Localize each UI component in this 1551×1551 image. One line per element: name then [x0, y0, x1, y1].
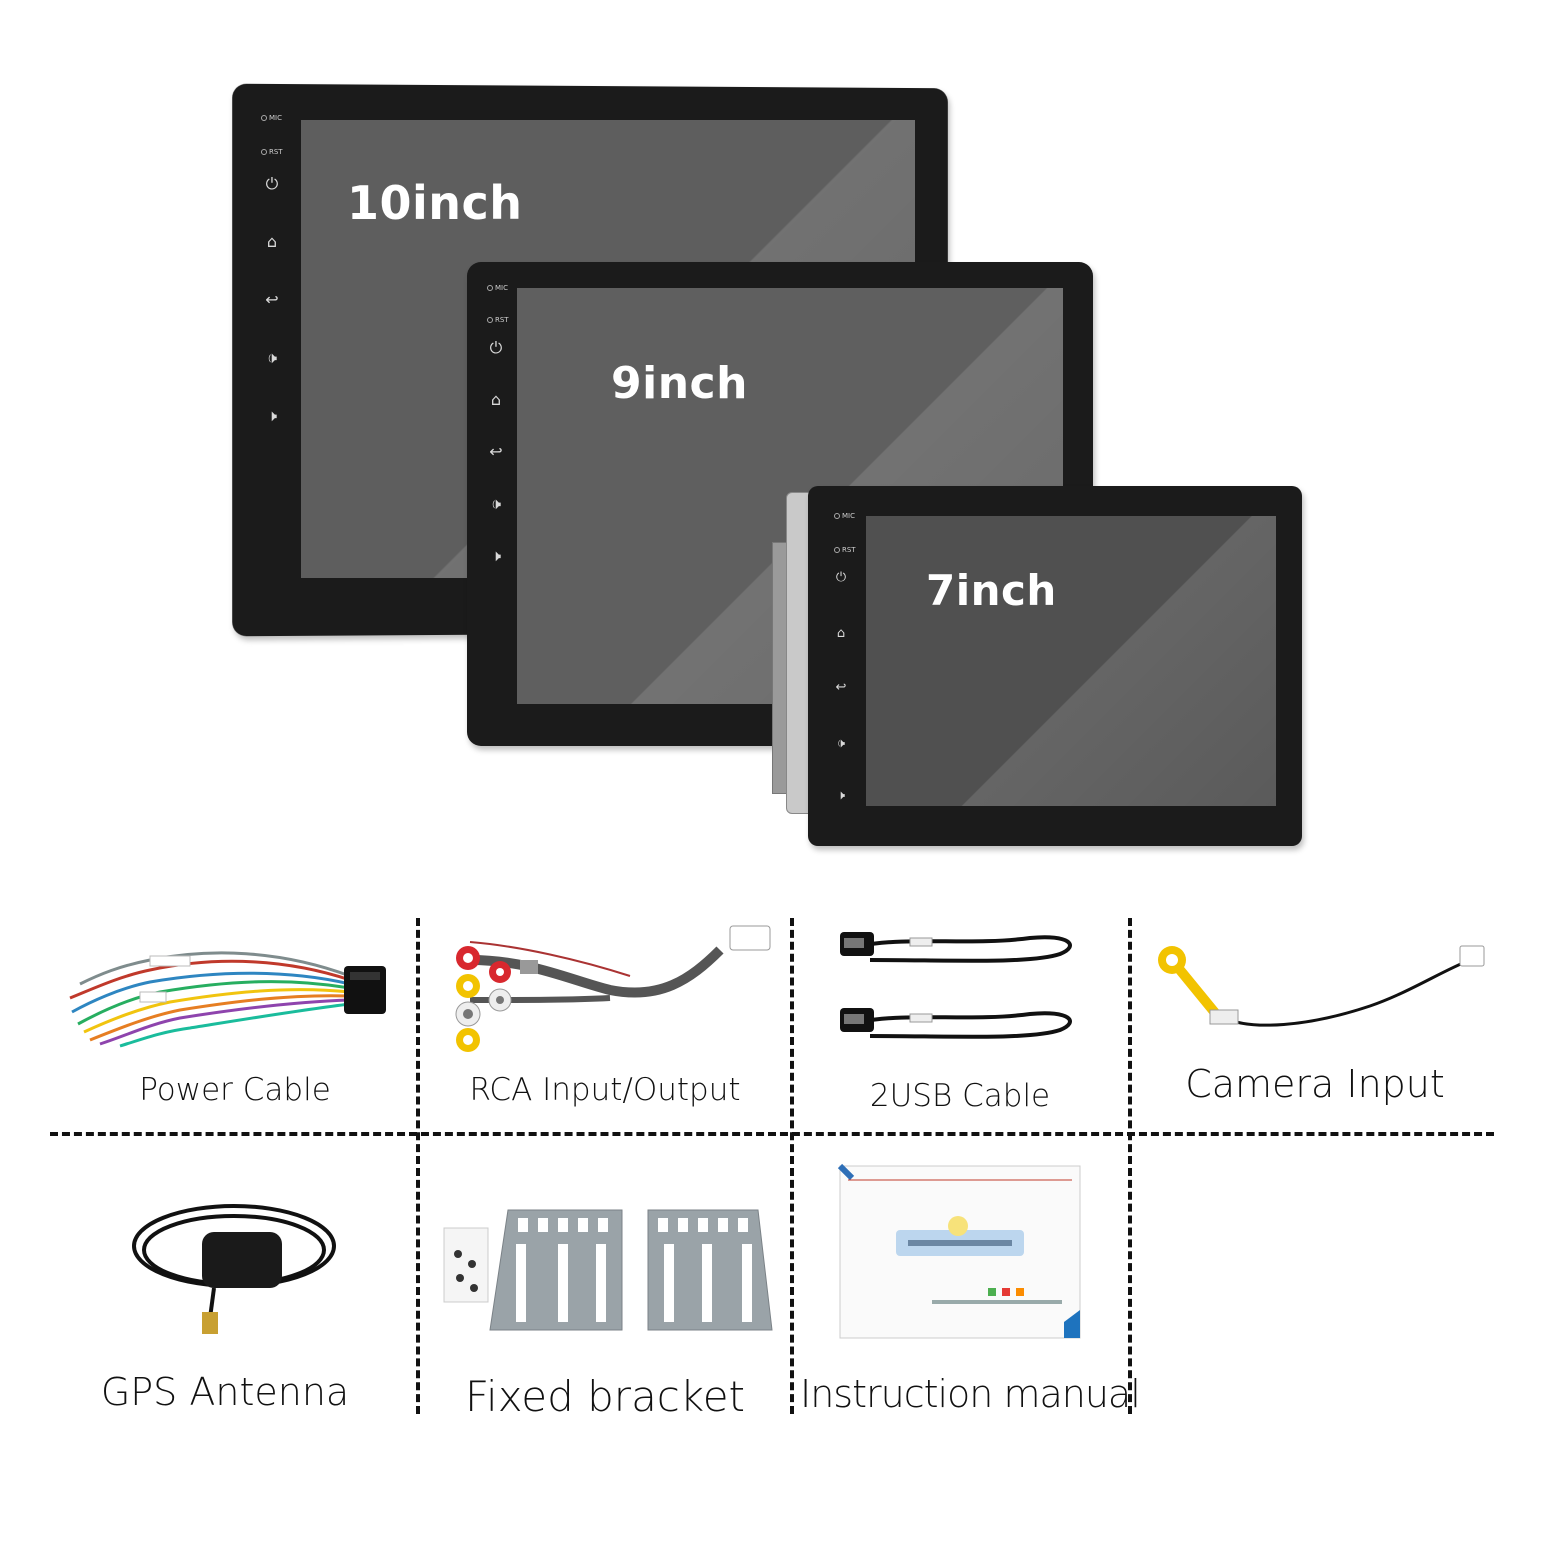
size-label-9inch: 9inch	[611, 358, 748, 409]
volume-down-icon[interactable]: 🕨	[266, 406, 278, 425]
gps-antenna-image	[132, 1204, 336, 1334]
rca-cable-image	[455, 925, 771, 1052]
bracket-label: Fixed bracket	[464, 1372, 746, 1421]
volume-down-icon[interactable]: 🕨	[836, 788, 846, 803]
usb-label: 2USB Cable	[869, 1078, 1051, 1114]
screen-7inch	[866, 516, 1276, 806]
rst-label: RST	[487, 316, 509, 324]
volume-up-icon[interactable]: 🕩	[266, 348, 278, 367]
volume-up-icon[interactable]: 🕩	[836, 736, 846, 751]
camera-input-image	[1158, 945, 1485, 1027]
rst-label: RST	[261, 148, 283, 156]
volume-up-icon[interactable]: 🕩	[490, 494, 502, 513]
head-unit-7inch: 7inch MIC RST ⏻ ⌂ ↩ 🕩 🕨	[772, 486, 1304, 848]
manual-label: Instruction manual	[800, 1372, 1141, 1416]
rst-label: RST	[834, 546, 856, 554]
mic-label: MIC	[487, 284, 508, 292]
home-icon[interactable]: ⌂	[836, 626, 846, 641]
back-icon[interactable]: ↩	[489, 442, 503, 461]
usb-cable-image	[840, 932, 1072, 1039]
power-icon[interactable]: ⏻	[265, 174, 279, 193]
power-icon[interactable]: ⏻	[489, 338, 503, 357]
instruction-manual-image	[837, 1163, 1081, 1339]
mic-label: MIC	[834, 512, 855, 520]
grid-divider-horizontal	[50, 1132, 1494, 1136]
power-icon[interactable]: ⏻	[835, 570, 847, 585]
rca-label: RCA Input/Output	[469, 1072, 741, 1108]
fixed-bracket-image	[443, 1209, 773, 1331]
camera-label: Camera Input	[1185, 1062, 1445, 1106]
power-cable-image	[69, 951, 386, 1048]
size-label-7inch: 7inch	[926, 566, 1057, 615]
back-icon[interactable]: ↩	[265, 290, 279, 309]
grid-divider-vertical-1	[416, 918, 420, 1414]
power-cable-label: Power Cable	[139, 1072, 331, 1108]
home-icon[interactable]: ⌂	[490, 390, 502, 409]
home-icon[interactable]: ⌂	[266, 232, 278, 251]
grid-divider-vertical-2	[790, 918, 794, 1414]
gps-label: GPS Antenna	[100, 1370, 350, 1414]
size-label-10inch: 10inch	[347, 176, 523, 230]
mic-label: MIC	[261, 114, 282, 122]
volume-down-icon[interactable]: 🕨	[490, 546, 502, 565]
grid-divider-vertical-3	[1128, 918, 1132, 1414]
back-icon[interactable]: ↩	[835, 680, 847, 695]
